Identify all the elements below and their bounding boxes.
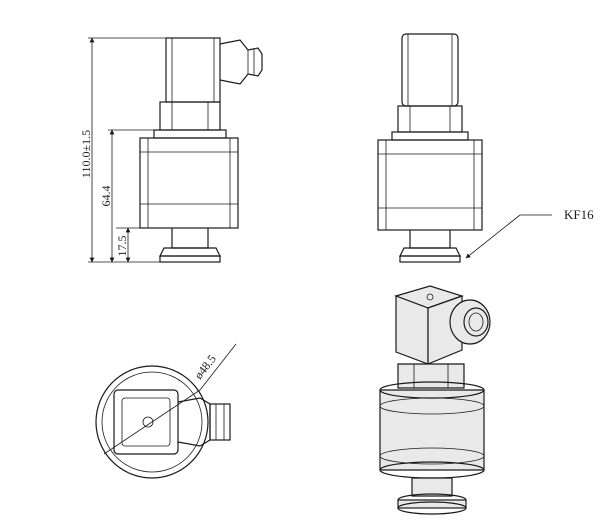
connector-housing: [165, 37, 221, 103]
front-view: [139, 37, 263, 263]
side-main-body: [377, 139, 483, 231]
isometric-view: [379, 285, 491, 515]
kf-flange: [159, 255, 221, 263]
iso-cable-gland: [449, 299, 491, 345]
top-view: ø48.5: [95, 343, 237, 479]
cable-gland: [219, 39, 263, 85]
outer-circle: [95, 365, 209, 479]
dim-flange-height: 17.5: [115, 236, 129, 257]
dimension-lines: 110.0±1.5 64.4 17.5: [79, 37, 166, 263]
kf16-callout: KF16: [465, 207, 594, 259]
side-view: [377, 33, 483, 263]
main-body: [139, 137, 239, 229]
dim-diameter: ø48.5: [191, 352, 219, 382]
side-connector-housing: [401, 33, 459, 107]
dim-body-height: 64.4: [99, 186, 113, 207]
top-connector: [113, 389, 179, 455]
side-kf-flange: [399, 255, 461, 263]
iso-main-body: [379, 389, 485, 471]
dim-overall-height: 110.0±1.5: [79, 130, 93, 178]
kf16-label: KF16: [564, 207, 594, 222]
hex-nut: [159, 101, 221, 131]
